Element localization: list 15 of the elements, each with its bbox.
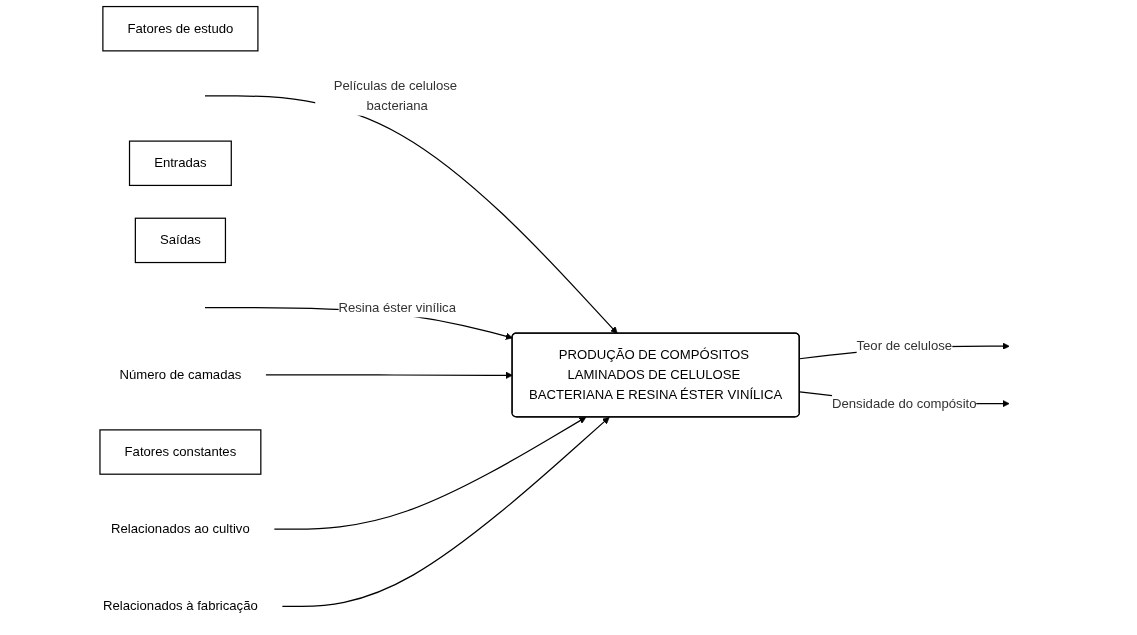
arrow (281, 416, 610, 607)
edge-label: Teor de celulose (856, 338, 953, 353)
node-box: Fatores de estudo (102, 5, 259, 52)
node-text: Relacionados ao cultivo (111, 521, 250, 536)
node-text: Número de camadas (119, 367, 242, 382)
edge-label: Densidade do compósito (832, 396, 977, 411)
arrow (265, 371, 513, 379)
node-text: Relacionados à fabricação (103, 598, 258, 613)
node-box: Fatores constantes (99, 429, 262, 475)
edge-label: Resina éster vinílica (338, 300, 456, 315)
arrow (273, 416, 587, 530)
arrow (204, 95, 618, 334)
node-box: Saídas (134, 217, 227, 264)
edge-label: Películas de celulose bacteriana (333, 78, 458, 113)
node-box: Entradas (128, 140, 232, 187)
